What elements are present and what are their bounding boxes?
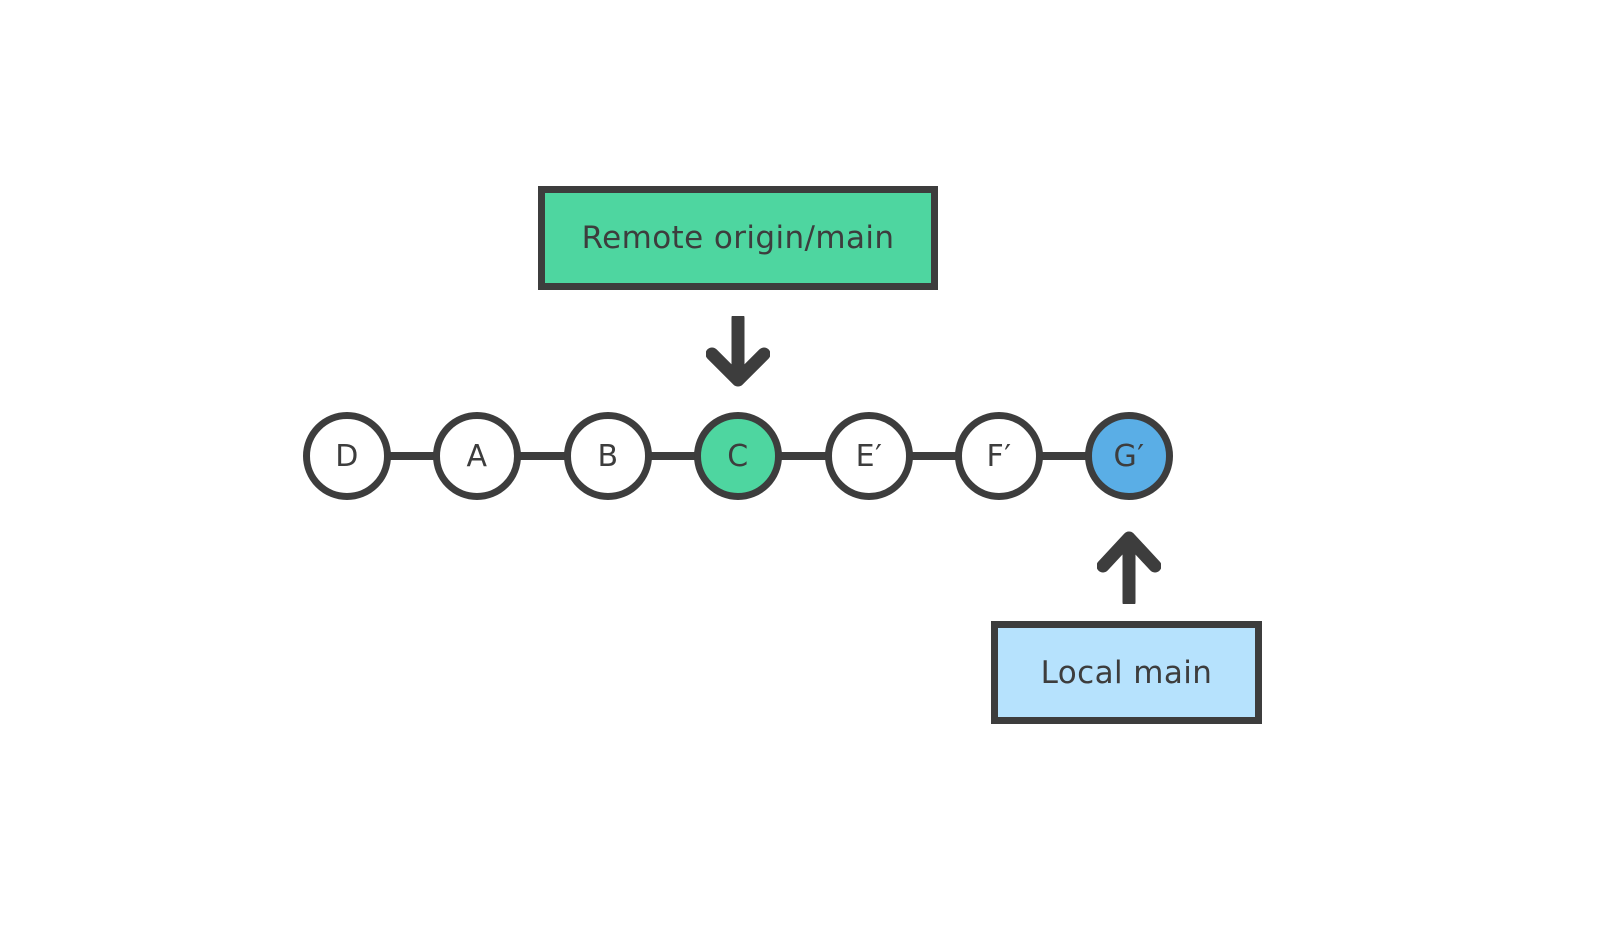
commit-connector [388, 452, 442, 460]
commit-connector [1041, 452, 1095, 460]
commit-connector [649, 452, 703, 460]
commit-node-g-prime[interactable]: G′ [1085, 412, 1173, 500]
arrow-up-glyph [1096, 531, 1162, 609]
commit-connector [780, 452, 834, 460]
commit-node-c[interactable]: C [694, 412, 782, 500]
commit-label: C [727, 438, 749, 474]
commit-label: F′ [986, 438, 1012, 474]
remote-branch-label-text: Remote origin/main [581, 220, 895, 256]
commit-node-d[interactable]: D [303, 412, 391, 500]
arrow-down-glyph [705, 311, 771, 387]
commit-node-f-prime[interactable]: F′ [955, 412, 1043, 500]
arrow-up-icon [1096, 528, 1162, 609]
commit-node-e-prime[interactable]: E′ [825, 412, 913, 500]
commit-label: A [466, 438, 488, 474]
commit-label: E′ [855, 438, 883, 474]
commit-label: B [597, 438, 619, 474]
commit-node-b[interactable]: B [564, 412, 652, 500]
local-branch-label-text: Local main [1040, 654, 1213, 691]
commit-label: G′ [1113, 438, 1145, 474]
commit-label: D [335, 438, 359, 474]
remote-branch-label-box: Remote origin/main [538, 186, 938, 290]
commit-connector [519, 452, 573, 460]
arrow-down-icon [705, 311, 771, 392]
local-branch-label-box: Local main [991, 621, 1262, 724]
commit-node-a[interactable]: A [433, 412, 521, 500]
commit-connector [910, 452, 964, 460]
